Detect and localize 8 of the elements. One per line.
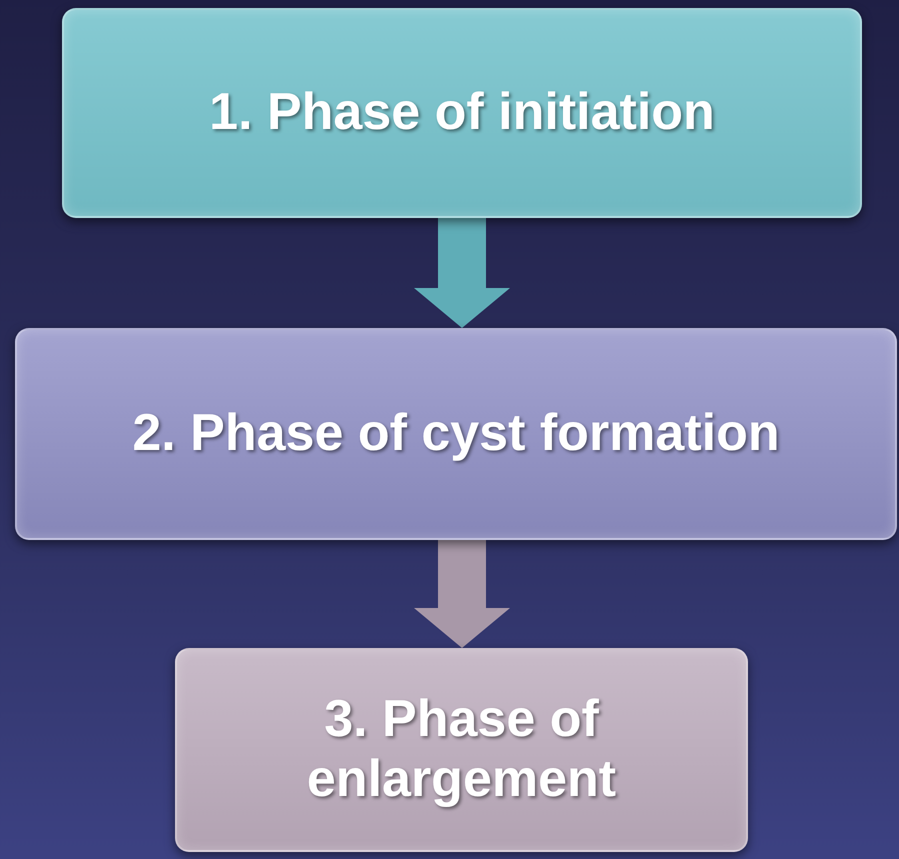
process-box (15, 328, 897, 540)
process-box (175, 648, 748, 852)
block-arrow (414, 540, 510, 648)
box-label: 3. Phase of enlargement (306, 690, 618, 810)
box-label: 1. Phase of initiation (208, 83, 716, 143)
block-arrow (414, 218, 510, 328)
process-box (62, 8, 862, 218)
box-label: 2. Phase of cyst formation (131, 404, 781, 464)
